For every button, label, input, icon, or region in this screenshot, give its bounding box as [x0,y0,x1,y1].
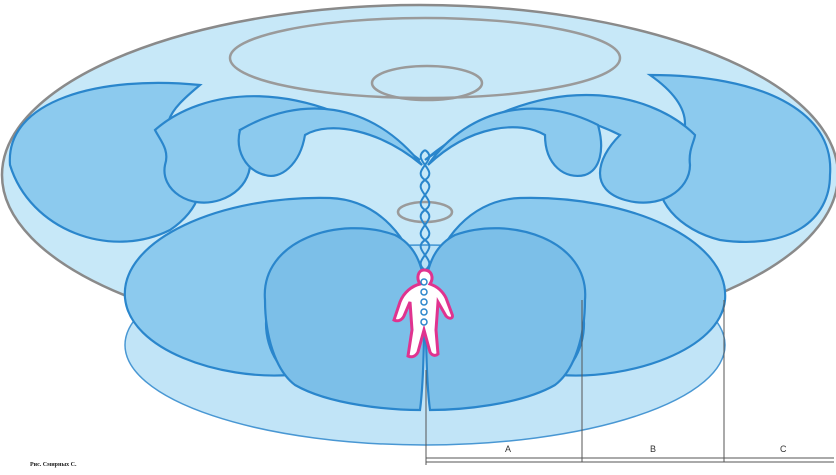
figure-caption: Рис. Смирных С. [30,462,77,468]
left-lobe-inner [237,107,423,178]
right-lobe-inner [427,107,603,178]
dimension-lines: A B C [425,300,834,465]
dimension-label-a: A [505,444,511,454]
top-ring-small [370,64,484,102]
human-figure [392,268,454,359]
lower-left-lobe-inner [263,227,427,412]
central-channel-right [419,149,431,271]
top-ring-large [228,16,622,100]
dimension-label-c: C [780,444,787,454]
middle-ring [396,200,454,224]
dimension-label-b: B [650,444,656,454]
